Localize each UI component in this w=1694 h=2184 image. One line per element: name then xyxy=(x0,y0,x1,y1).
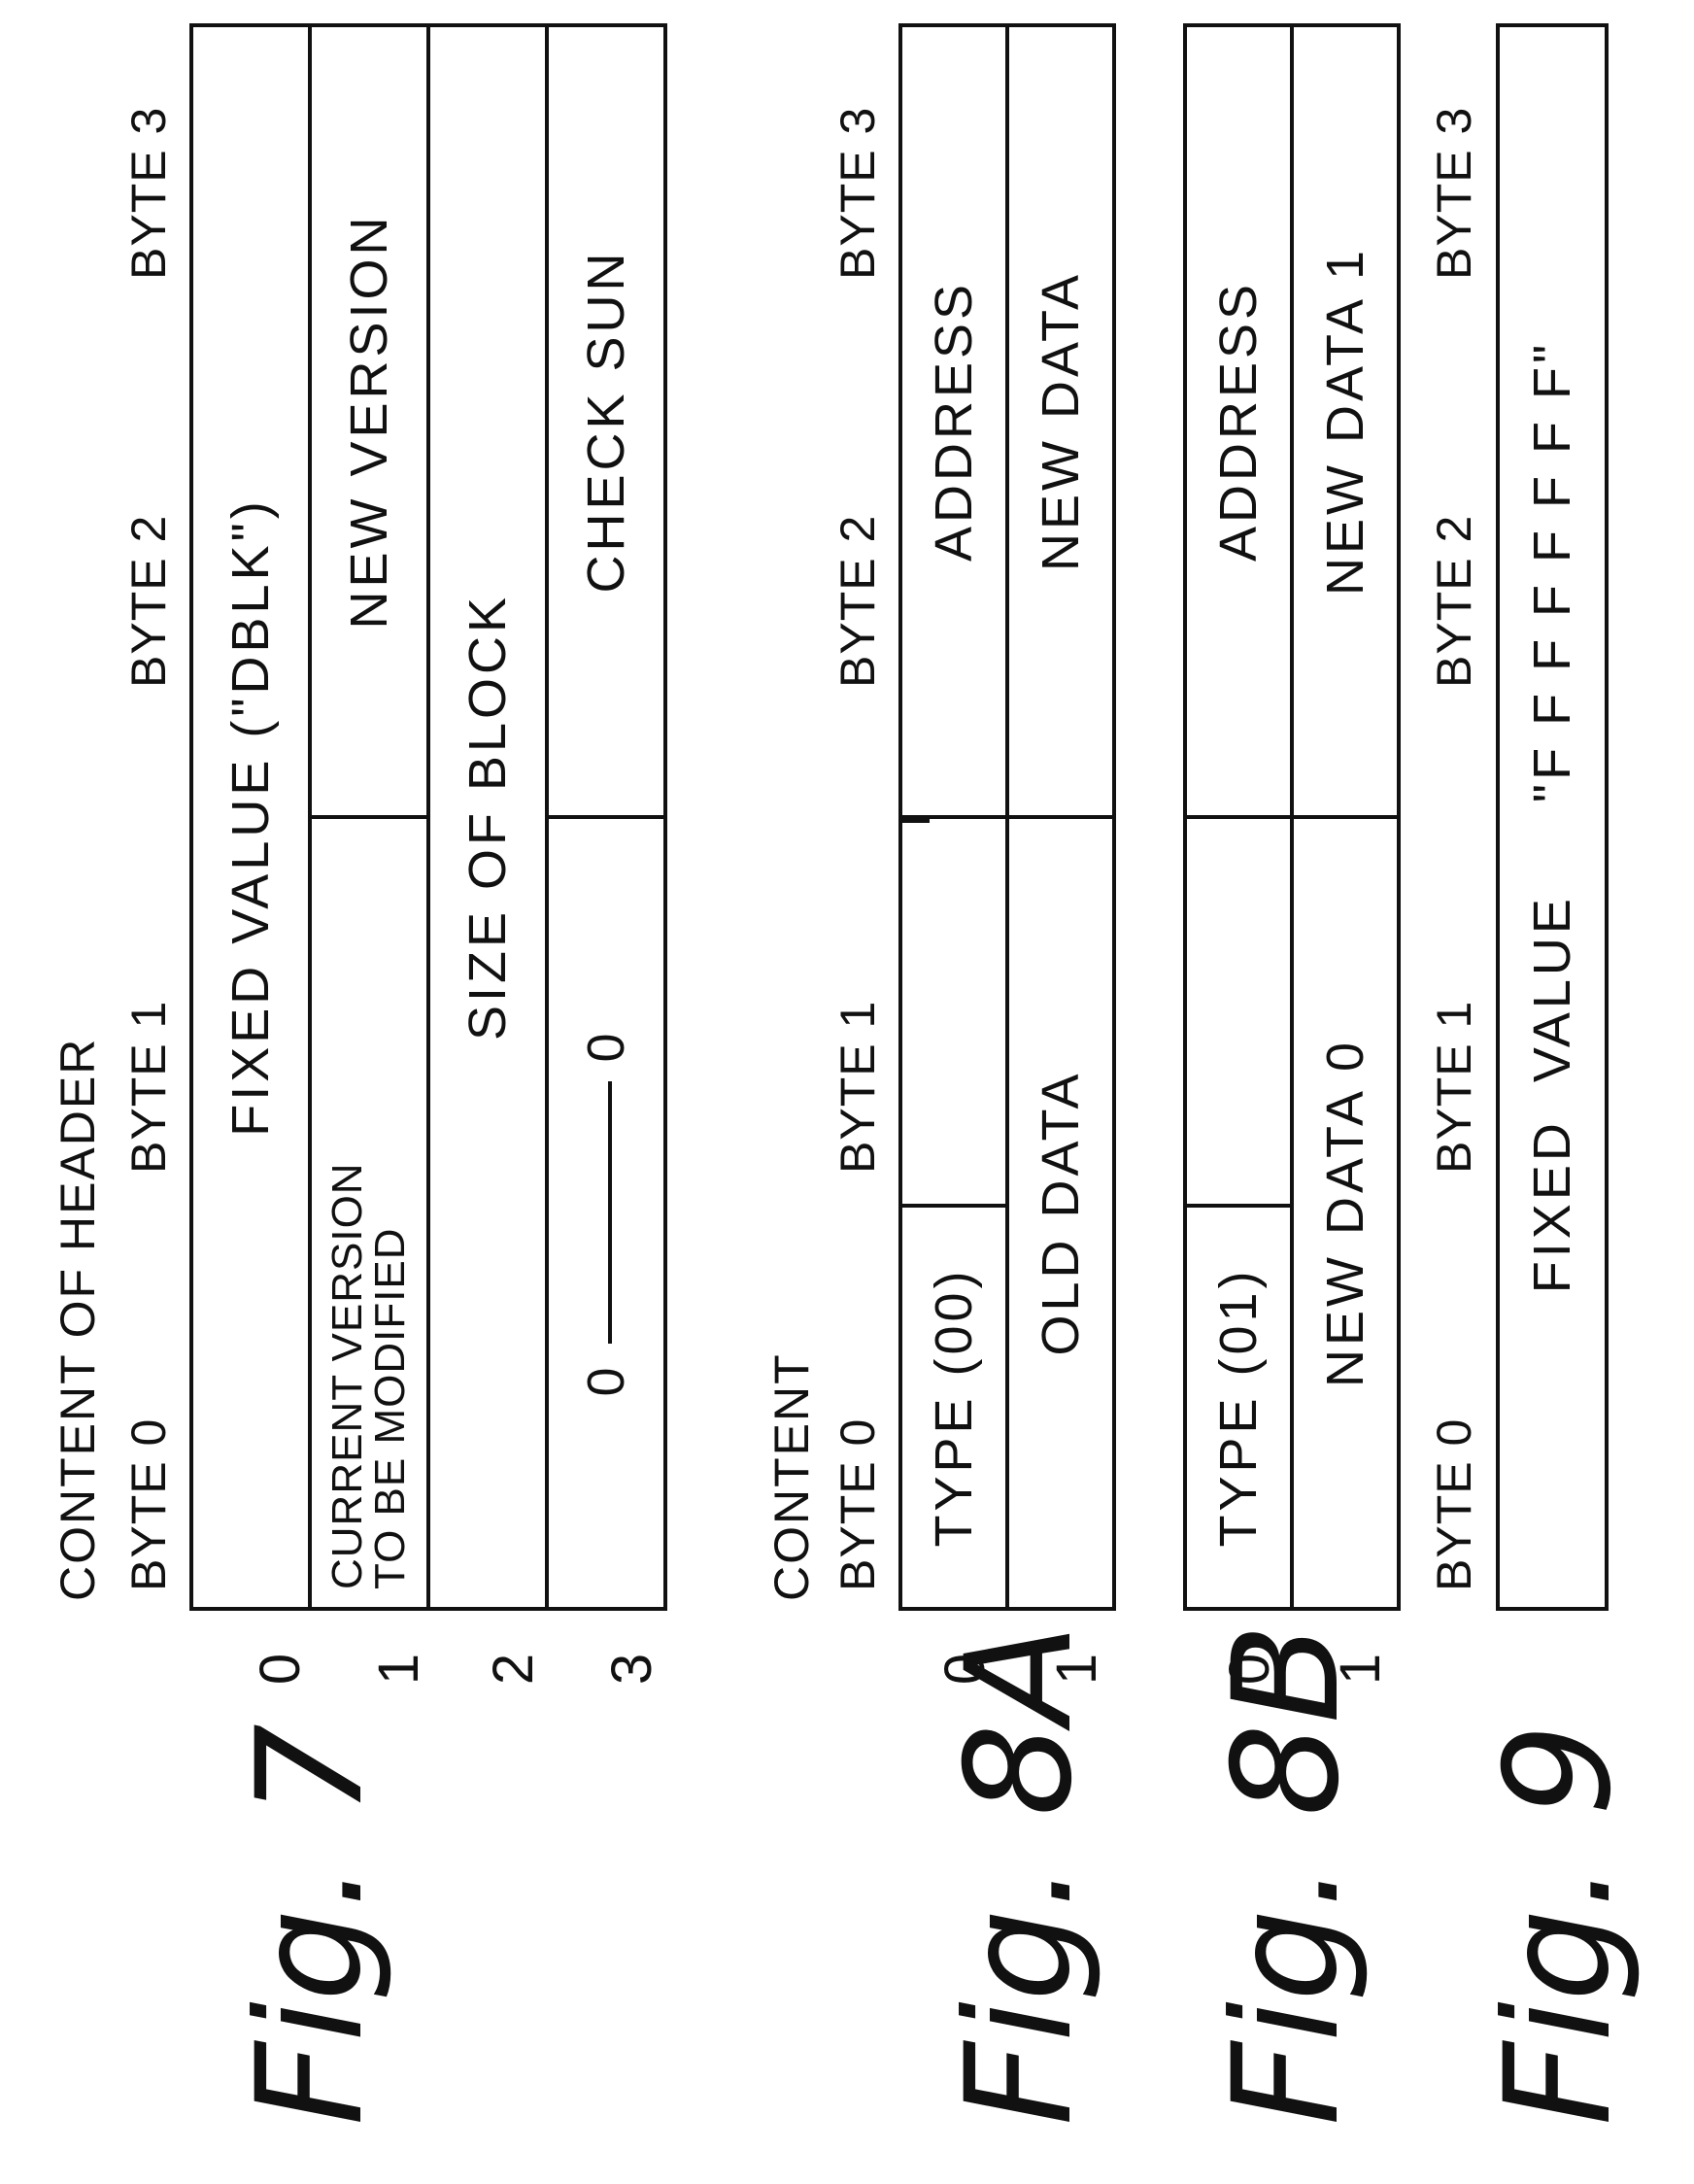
fig-8b-new-data-1-cell: NEW DATA 1 xyxy=(1292,25,1399,817)
fig-7-new-version-cell: NEW VERSION xyxy=(310,25,428,817)
fig-9-byte-3: BYTE 3 xyxy=(1427,106,1481,280)
fig-8a-row-num-1: 1 xyxy=(1045,1653,1108,1686)
fig-8a-old-data-cell: OLD DATA xyxy=(1007,817,1114,1609)
fig-7-current-version-line1: CURRENT VERSION xyxy=(323,1162,371,1589)
fig-7-label: Fig. 7 xyxy=(226,1723,395,2126)
fig-8a-byte-3: BYTE 3 xyxy=(830,106,885,280)
fig-7-row-num-1: 1 xyxy=(367,1653,430,1686)
fig-7-fixed-value-cell: FIXED VALUE ("DBLK") xyxy=(191,25,310,1609)
fig-9-label: Fig. 9 xyxy=(1474,1723,1643,2126)
fig-7-range-line xyxy=(607,1081,612,1345)
fig-7-row-1: CURRENT VERSION TO BE MODIFIED NEW VERSI… xyxy=(310,25,428,1609)
fig-9-byte-1: BYTE 1 xyxy=(1427,1000,1481,1174)
fig-7-row-2: SIZE OF BLOCK xyxy=(428,25,547,1609)
fig-8a-caption: CONTENT xyxy=(764,1352,819,1601)
fig-7-byte-2: BYTE 2 xyxy=(121,514,176,688)
fig-8a-byte-0: BYTE 0 xyxy=(830,1417,885,1591)
fig-7-zero-range-cell: 00 xyxy=(547,817,665,1609)
fig-8b-label: Fig. 8B xyxy=(1203,1623,1372,2126)
fig-8a-byte-2: BYTE 2 xyxy=(830,514,885,688)
fig-7-caption: CONTENT OF HEADER xyxy=(51,1037,105,1601)
fig-8a-tick-mark xyxy=(902,819,930,823)
fig-9-table: FIXED VALUE "F F F F F F F F" xyxy=(1496,23,1609,1611)
fig-9-byte-0: BYTE 0 xyxy=(1427,1417,1481,1591)
fig-7-checksum-cell: CHECK SUN xyxy=(547,25,665,817)
fig-8a-row-0: TYPE (00) ADDRESS xyxy=(900,25,1007,1609)
fig-7-zero-start: 0 xyxy=(577,1363,635,1397)
fig-8a-table: TYPE (00) ADDRESS OLD DATA NEW DATA xyxy=(898,23,1116,1611)
fig-8b-table: TYPE (01) ADDRESS NEW DATA 0 NEW DATA 1 xyxy=(1183,23,1401,1611)
fig-7-byte-1: BYTE 1 xyxy=(121,1000,176,1174)
fig-8a-empty-cell xyxy=(900,817,1007,1206)
fig-8a-row-1: OLD DATA NEW DATA xyxy=(1007,25,1114,1609)
fig-8a-type-cell: TYPE (00) xyxy=(900,1206,1007,1609)
fig-8a-label: Fig. 8A xyxy=(935,1623,1104,2126)
fig-8b-row-1: NEW DATA 0 NEW DATA 1 xyxy=(1292,25,1399,1609)
fig-9-byte-2: BYTE 2 xyxy=(1427,514,1481,688)
fig-7-row-num-0: 0 xyxy=(249,1653,312,1686)
fig-7-current-version-line2: TO BE MODIFIED xyxy=(366,1227,414,1589)
fig-7-size-of-block-cell: SIZE OF BLOCK xyxy=(428,25,547,1609)
fig-8b-type-cell: TYPE (01) xyxy=(1185,1206,1292,1609)
fig-8a-row-num-0: 0 xyxy=(933,1653,997,1686)
fig-7-byte-0: BYTE 0 xyxy=(121,1417,176,1591)
fig-8b-new-data-0-cell: NEW DATA 0 xyxy=(1292,817,1399,1609)
fig-8b-empty-cell xyxy=(1185,817,1292,1206)
fig-7-zero-end: 0 xyxy=(577,1029,635,1063)
fig-8a-new-data-cell: NEW DATA xyxy=(1007,25,1114,817)
fig-8a-address-cell: ADDRESS xyxy=(900,25,1007,817)
fig-8b-address-cell: ADDRESS xyxy=(1185,25,1292,817)
fig-7-row-num-3: 3 xyxy=(600,1653,663,1686)
fig-8b-row-num-0: 0 xyxy=(1218,1653,1281,1686)
fig-8b-row-num-1: 1 xyxy=(1329,1653,1392,1686)
fig-9-row-0: FIXED VALUE "F F F F F F F F" xyxy=(1498,25,1607,1609)
fig-7-byte-3: BYTE 3 xyxy=(121,106,176,280)
fig-7-current-version-cell: CURRENT VERSION TO BE MODIFIED xyxy=(310,817,428,1609)
fig-7-row-3: 00 CHECK SUN xyxy=(547,25,665,1609)
fig-7-header-table: FIXED VALUE ("DBLK") CURRENT VERSION TO … xyxy=(189,23,667,1611)
fig-7-row-num-2: 2 xyxy=(482,1653,545,1686)
fig-8a-byte-1: BYTE 1 xyxy=(830,1000,885,1174)
fig-9-fixed-value-cell: FIXED VALUE "F F F F F F F F" xyxy=(1498,25,1607,1609)
fig-7-row-0: FIXED VALUE ("DBLK") xyxy=(191,25,310,1609)
fig-8b-row-0: TYPE (01) ADDRESS xyxy=(1185,25,1292,1609)
